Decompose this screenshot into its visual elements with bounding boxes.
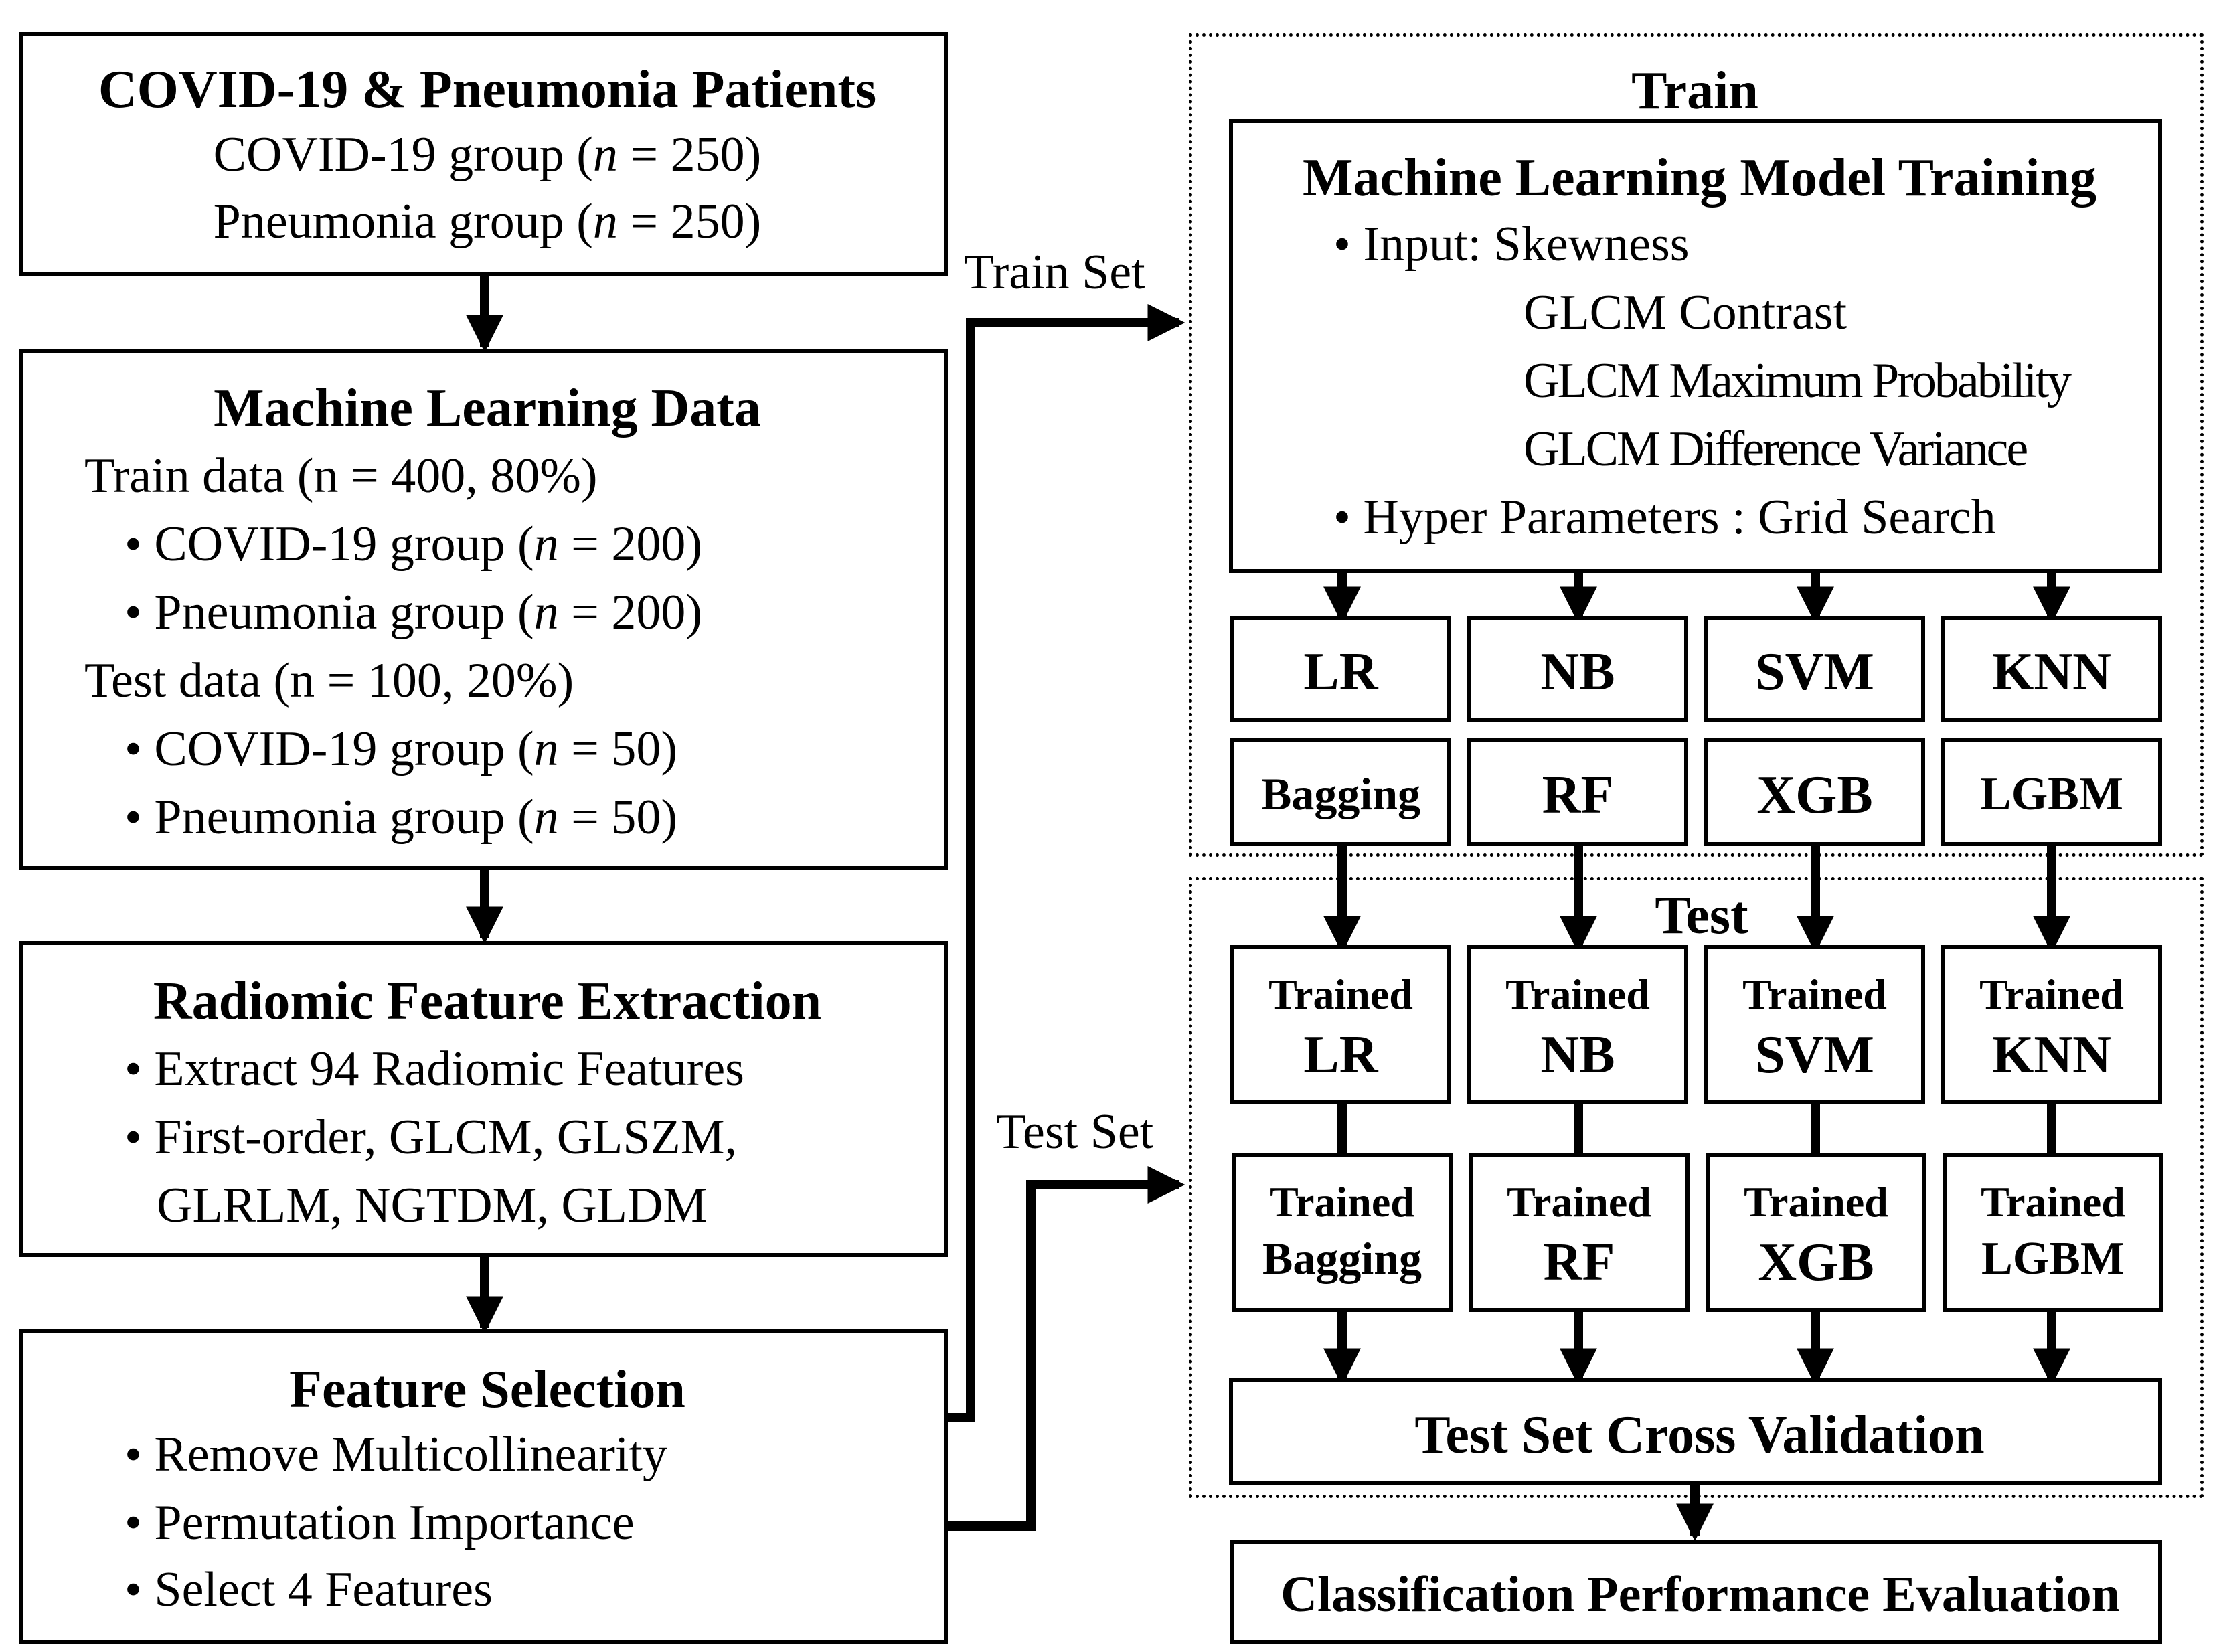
trained-knn-box: Trained KNN	[1941, 945, 2162, 1104]
trained-rf-box: Trained RF	[1469, 1153, 1690, 1312]
trained-nb-box: Trained NB	[1467, 945, 1688, 1104]
model-knn-box: KNN	[1941, 616, 2162, 722]
arrow-train-set	[947, 304, 1185, 1422]
test-covid-line: • COVID-19 group (n = 50)	[125, 722, 678, 776]
trained-lr-box: Trained LR	[1230, 945, 1451, 1104]
cross-validation-label: Test Set Cross Validation	[1414, 1406, 1985, 1465]
patients-box: COVID-19 & Pneumonia Patients COVID-19 g…	[19, 32, 948, 276]
model-training-box: Machine Learning Model Training • Input:…	[1229, 119, 2162, 573]
hyper-parameters: • Hyper Parameters : Grid Search	[1333, 490, 1996, 545]
model-lgbm-label: LGBM	[1980, 768, 2123, 820]
arrow-test-set	[947, 1166, 1185, 1531]
radiomic-line-1: • Extract 94 Radiomic Features	[125, 1042, 744, 1096]
model-lgbm-box: LGBM	[1941, 738, 2162, 846]
radiomic-box: Radiomic Feature Extraction • Extract 94…	[19, 941, 948, 1257]
feature-selection-box: Feature Selection • Remove Multicollinea…	[19, 1329, 948, 1644]
trained-xgb-box: Trained XGB	[1706, 1153, 1926, 1312]
trained-lr-label: LR	[1303, 1025, 1378, 1084]
trained-xgb-label: XGB	[1758, 1233, 1874, 1292]
selection-line-1: • Remove Multicollinearity	[125, 1427, 667, 1482]
model-rf-box: RF	[1467, 738, 1688, 846]
patients-covid-line: COVID-19 group (n = 250)	[213, 127, 762, 182]
cross-validation-box: Test Set Cross Validation	[1229, 1378, 2162, 1485]
trained-svm-box: Trained SVM	[1704, 945, 1925, 1104]
input-feature-glcm-diff-var: GLCM Difference Variance	[1524, 422, 2028, 477]
trained-bagging-prefix: Trained	[1270, 1178, 1414, 1226]
trained-lgbm-label: LGBM	[1981, 1233, 2125, 1285]
trained-svm-prefix: Trained	[1742, 971, 1887, 1018]
radiomic-line-3: GLRLM, NGTDM, GLDM	[157, 1178, 708, 1233]
model-bagging-label: Bagging	[1260, 768, 1421, 819]
train-set-label: Train Set	[964, 245, 1145, 300]
trained-lgbm-prefix: Trained	[1981, 1178, 2125, 1226]
model-svm-label: SVM	[1755, 643, 1874, 701]
train-covid-line: • COVID-19 group (n = 200)	[125, 517, 703, 572]
train-panel	[1189, 33, 2204, 857]
model-xgb-box: XGB	[1704, 738, 1925, 846]
model-nb-box: NB	[1467, 616, 1688, 722]
test-data-line: Test data (n = 100, 20%)	[84, 653, 574, 708]
model-rf-label: RF	[1542, 766, 1614, 825]
feature-selection-title: Feature Selection	[289, 1360, 685, 1419]
input-skewness: • Input: Skewness	[1333, 217, 1690, 272]
trained-nb-prefix: Trained	[1505, 971, 1650, 1018]
trained-bagging-label: Bagging	[1262, 1233, 1422, 1284]
patients-title: COVID-19 & Pneumonia Patients	[98, 60, 877, 119]
test-panel	[1189, 877, 2204, 1498]
model-training-title: Machine Learning Model Training	[1303, 149, 2096, 208]
evaluation-label: Classification Performance Evaluation	[1281, 1566, 2120, 1623]
model-lr-label: LR	[1303, 643, 1378, 701]
radiomic-line-2: • First-order, GLCM, GLSZM,	[125, 1110, 738, 1165]
trained-rf-prefix: Trained	[1507, 1178, 1651, 1226]
model-lr-box: LR	[1230, 616, 1451, 722]
trained-lgbm-box: Trained LGBM	[1943, 1153, 2163, 1312]
train-panel-label: Train	[1631, 62, 1758, 120]
selection-line-3: • Select 4 Features	[125, 1562, 493, 1617]
model-nb-label: NB	[1540, 643, 1615, 701]
trained-nb-label: NB	[1540, 1025, 1615, 1084]
trained-svm-label: SVM	[1755, 1025, 1874, 1084]
train-data-line: Train data (n = 400, 80%)	[84, 448, 598, 503]
selection-line-2: • Permutation Importance	[125, 1495, 635, 1550]
input-feature-glcm-contrast: GLCM Contrast	[1524, 285, 1847, 340]
trained-knn-label: KNN	[1992, 1025, 2111, 1084]
trained-lr-prefix: Trained	[1268, 971, 1413, 1018]
trained-rf-label: RF	[1543, 1233, 1615, 1292]
evaluation-box: Classification Performance Evaluation	[1230, 1540, 2162, 1644]
test-pneumonia-line: • Pneumonia group (n = 50)	[125, 790, 678, 845]
patients-pneumonia-line: Pneumonia group (n = 250)	[213, 194, 762, 249]
radiomic-title: Radiomic Feature Extraction	[153, 972, 822, 1031]
test-set-label: Test Set	[996, 1104, 1154, 1159]
model-knn-label: KNN	[1992, 643, 2111, 701]
trained-xgb-prefix: Trained	[1744, 1178, 1888, 1226]
model-bagging-box: Bagging	[1230, 738, 1451, 846]
trained-knn-prefix: Trained	[1979, 971, 2124, 1018]
model-xgb-label: XGB	[1756, 766, 1873, 825]
input-feature-glcm-max-prob: GLCM Maximum Probability	[1524, 353, 2072, 408]
ml-data-box: Machine Learning Data Train data (n = 40…	[19, 349, 948, 870]
ml-data-title: Machine Learning Data	[214, 379, 761, 438]
trained-bagging-box: Trained Bagging	[1232, 1153, 1453, 1312]
model-svm-box: SVM	[1704, 616, 1925, 722]
train-pneumonia-line: • Pneumonia group (n = 200)	[125, 585, 703, 640]
test-panel-label: Test	[1644, 889, 1759, 942]
